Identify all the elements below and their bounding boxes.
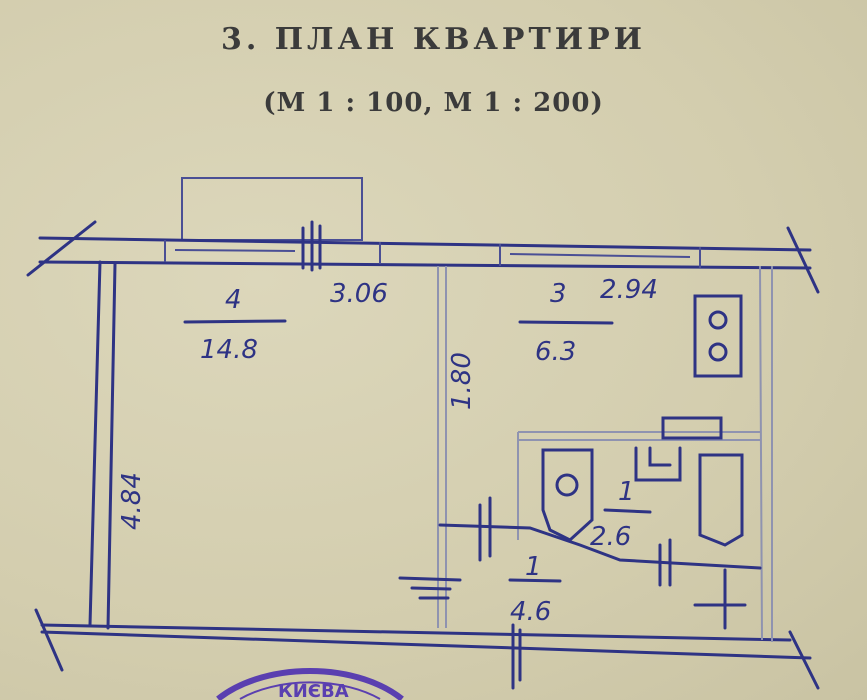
room-3-number: 3: [550, 279, 567, 309]
dim-3-06: 3.06: [330, 279, 388, 309]
sink-icon: [661, 416, 723, 440]
bathroom-block: [438, 416, 762, 630]
stamp: КИЄВА: [216, 668, 404, 700]
left-wall: [88, 260, 117, 630]
room-4-number: 4: [225, 285, 242, 315]
fixture-icon: [634, 446, 682, 482]
top-wall: [26, 220, 820, 294]
room-3-area: 6.3: [535, 337, 576, 367]
toilet-icon: [541, 448, 594, 542]
bathroom-number: 1: [618, 477, 635, 507]
bathroom-area: 2.6: [590, 522, 631, 552]
hall-area: 4.6: [510, 597, 551, 627]
door-marks: [478, 496, 672, 587]
bathtub-icon: [698, 453, 744, 547]
bottom-wall: [34, 608, 820, 690]
stove-icon: [693, 294, 743, 378]
dim-1-80: 1.80: [447, 352, 477, 410]
scale-label: (М 1 : 100, М 1 : 200): [263, 88, 604, 118]
toilet-bowl-icon: [555, 473, 579, 497]
partition-wall: [437, 266, 447, 628]
hall-number: 1: [525, 552, 542, 582]
bathroom-wall: [438, 523, 762, 570]
hall-wall: [693, 568, 747, 630]
right-wall: [759, 265, 773, 642]
partition-mark: [398, 576, 462, 600]
balcony: [181, 177, 363, 241]
document-title: 3. ПЛАН КВАРТИРИ: [220, 22, 647, 57]
dim-4-84: 4.84: [117, 472, 147, 530]
room-4-area: 14.8: [200, 335, 258, 365]
stamp-text: КИЄВА: [278, 681, 349, 700]
dim-2-94: 2.94: [600, 275, 658, 305]
